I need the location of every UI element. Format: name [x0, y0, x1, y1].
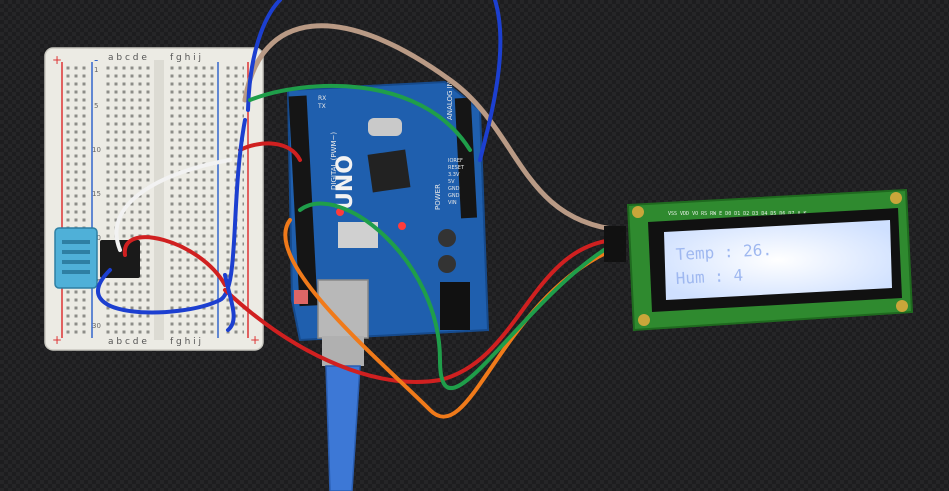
mount-hole: [632, 206, 644, 218]
mount-hole: [638, 314, 650, 326]
column-letters-left-top: a b c d e: [108, 53, 147, 63]
usb-cable: [322, 336, 364, 491]
mount-hole: [890, 192, 902, 204]
right-terminal-holes: [166, 64, 214, 336]
left-rail-holes: [66, 64, 88, 336]
wire-red-lcd: [223, 238, 614, 384]
plus-symbol-bottom: +: [52, 333, 62, 347]
wire-blue-bottom: [223, 273, 236, 332]
center-channel: [154, 60, 164, 340]
dht-sensor-body: [54, 227, 98, 289]
uno-logo-text: UNO: [333, 155, 358, 210]
wire-blue-sensor: [96, 118, 247, 315]
wire-red-sensor: [122, 235, 227, 287]
column-letters-right-bottom: f g h i j: [170, 337, 201, 347]
plus-symbol: +: [52, 53, 62, 67]
power-pin-labels: IOREF RESET 3.3V 5V GND GND VIN: [448, 158, 465, 206]
usb-cable-body: [325, 365, 361, 491]
row-number: 30: [92, 322, 101, 330]
wire-blue-right: [478, 0, 503, 162]
tx-label: TX: [317, 103, 326, 110]
lcd-wire-connector: [604, 226, 626, 262]
wire-brown: [242, 23, 623, 233]
right-rail-holes: [222, 64, 244, 336]
column-letters-right-top: f g h i j: [170, 53, 201, 63]
row-number: 5: [94, 102, 98, 110]
capacitor: [438, 255, 456, 273]
reset-button: [294, 290, 308, 304]
wire-red-top: [238, 141, 302, 162]
arduino-pcb: [286, 80, 490, 342]
svg-text:VIN: VIN: [448, 200, 457, 206]
dc-power-jack: [440, 282, 470, 330]
row-number: 1: [94, 66, 98, 74]
status-led: [336, 208, 344, 216]
crystal-oscillator: [368, 118, 402, 136]
plus-symbol-right: +: [250, 333, 260, 347]
arduino-uno-board: UNO DIGITAL (PWM~) ANALOG IN POWER RX TX…: [286, 80, 490, 342]
digital-label: DIGITAL (PWM~): [330, 132, 338, 190]
power-led: [398, 222, 406, 230]
column-letters-left-bottom: a b c d e: [108, 337, 147, 347]
lcd-header-pin-labels: VSS VDD VO RS RW E D0 D1 D2 D3 D4 D5 D6 …: [668, 211, 806, 217]
power-header: [454, 97, 478, 219]
lcd-line-2: Hum : 4: [675, 265, 743, 288]
left-terminal-holes: [104, 64, 152, 336]
atmega-chip: [367, 149, 411, 193]
mount-hole: [896, 300, 908, 312]
row-number: 15: [92, 190, 101, 198]
wire-blue-top: [246, 0, 282, 112]
svg-text:IOREF: IOREF: [448, 158, 463, 164]
digital-header: [288, 95, 318, 307]
jumper-wires: [96, 0, 623, 419]
lcd-module: VSS VDD VO RS RW E D0 D1 D2 D3 D4 D5 D6 …: [626, 188, 914, 332]
analog-label: ANALOG IN: [446, 81, 454, 120]
wire-white: [114, 158, 232, 252]
svg-text:RESET: RESET: [448, 165, 465, 171]
minus-symbol: -: [94, 53, 98, 67]
wire-green-lcd: [298, 201, 614, 390]
lcd-screen: [664, 220, 892, 300]
svg-text:GND: GND: [448, 193, 460, 199]
svg-text:GND: GND: [448, 186, 460, 192]
wire-green-top: [248, 83, 472, 152]
capacitor: [438, 229, 456, 247]
svg-text:3.3V: 3.3V: [448, 172, 460, 178]
svg-text:5V: 5V: [448, 179, 455, 185]
power-label: POWER: [434, 184, 442, 210]
rx-label: RX: [318, 95, 326, 102]
row-number: 10: [92, 146, 101, 154]
